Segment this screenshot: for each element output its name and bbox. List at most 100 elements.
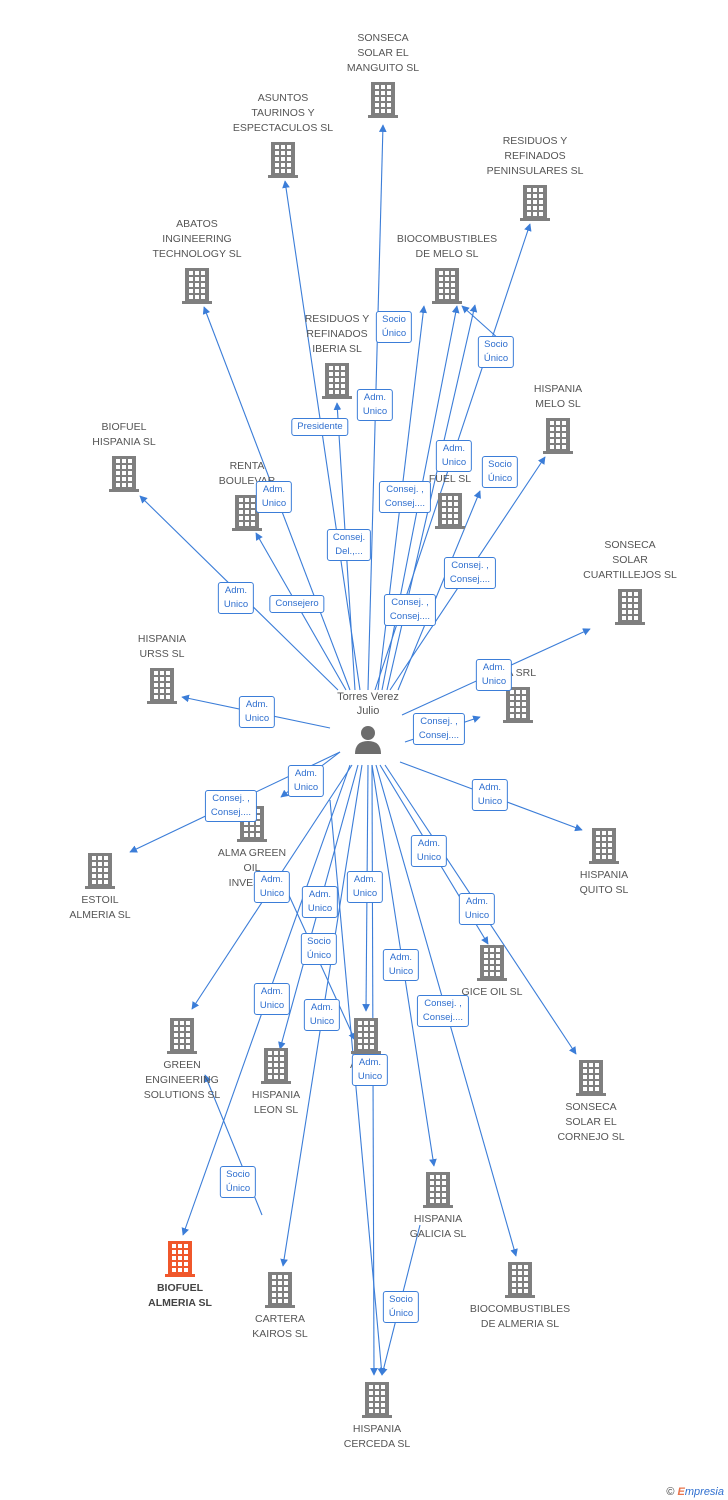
company-node-asuntos-taurinos[interactable]: ASUNTOS TAURINOS Y ESPECTACULOS SL bbox=[233, 92, 333, 178]
person-node[interactable]: Torres Verez Julio bbox=[328, 690, 408, 754]
company-label: BIOCOMBUSTIBLES DE MELO SL bbox=[396, 233, 498, 260]
company-node-residuos-iberia[interactable]: RESIDUOS Y REFINADOS IBERIA SL bbox=[305, 313, 369, 399]
relationship-badge[interactable]: Consej. , Consej.... bbox=[416, 995, 470, 1027]
relationship-badge[interactable]: Adm. Unico bbox=[458, 893, 496, 925]
building-icon bbox=[232, 495, 262, 531]
building-icon bbox=[543, 418, 573, 454]
company-node-residuos-peninsulares[interactable]: RESIDUOS Y REFINADOS PENINSULARES SL bbox=[487, 135, 583, 221]
company-node-hispania-melo[interactable]: HISPANIA MELO SL bbox=[534, 383, 582, 454]
building-icon bbox=[503, 687, 533, 723]
relationship-badge[interactable]: Adm. Unico bbox=[217, 582, 255, 614]
company-node-biocomb-melo[interactable]: BIOCOMBUSTIBLES DE MELO SL bbox=[397, 233, 497, 304]
building-icon bbox=[368, 82, 398, 118]
company-label: ALMA GREEN OIL INVESTM bbox=[217, 847, 287, 889]
company-node-za-srl[interactable]: ZA SRL bbox=[500, 667, 536, 723]
relationship-badge[interactable]: Presidente bbox=[291, 418, 349, 436]
company-node-cartera-kairos[interactable]: CARTERA KAIROS SL bbox=[252, 1272, 308, 1340]
company-node-abatos[interactable]: ABATOS INGINEERING TECHNOLOGY SL bbox=[152, 218, 242, 304]
building-icon bbox=[432, 268, 462, 304]
company-node-biofuel-hispania[interactable]: BIOFUEL HISPANIA SL bbox=[92, 421, 156, 492]
company-node-sonseca-cornejo[interactable]: SONSECA SOLAR EL CORNEJO SL bbox=[557, 1060, 625, 1143]
company-label: HISPANIA GALICIA SL bbox=[409, 1213, 467, 1240]
relationship-badge[interactable]: Consej. , Consej.... bbox=[443, 557, 497, 589]
relationship-badge[interactable]: Adm. Unico bbox=[238, 696, 276, 728]
relationship-badge[interactable]: Adm. Unico bbox=[287, 765, 325, 797]
building-icon bbox=[261, 1048, 291, 1084]
company-label: BIOFUEL HISPANIA SL bbox=[92, 421, 156, 448]
relationship-badge[interactable]: Adm. Unico bbox=[351, 1054, 389, 1086]
building-icon bbox=[165, 1241, 195, 1277]
company-label: ASUNTOS TAURINOS Y ESPECTACULOS SL bbox=[232, 92, 334, 134]
company-node-biocomb-almeria[interactable]: BIOCOMBUSTIBLES DE ALMERIA SL bbox=[470, 1262, 570, 1330]
company-node-hispania-urss[interactable]: HISPANIA URSS SL bbox=[138, 633, 186, 704]
relationship-badge[interactable]: Adm. Unico bbox=[253, 983, 291, 1015]
company-node-c-fuel[interactable]: C FUEL SL bbox=[429, 458, 471, 529]
copyright-symbol: © bbox=[666, 1486, 675, 1498]
relationship-badge[interactable]: Socio Único bbox=[219, 1166, 257, 1198]
company-node-renta-boulevard[interactable]: RENTA BOULEVAR bbox=[219, 460, 275, 531]
company-label: SONSECA SOLAR EL MANGUITO SL bbox=[346, 32, 420, 74]
relationship-badge[interactable]: Consej. , Consej.... bbox=[412, 713, 466, 745]
building-icon bbox=[109, 456, 139, 492]
relationship-badge[interactable]: Consej. , Consej.... bbox=[378, 481, 432, 513]
relationship-edge bbox=[461, 305, 501, 341]
company-label: SONSECA SOLAR EL CORNEJO SL bbox=[557, 1101, 625, 1143]
building-icon bbox=[576, 1060, 606, 1096]
building-icon bbox=[167, 1018, 197, 1054]
relationship-badge[interactable]: Adm. Unico bbox=[471, 779, 509, 811]
relationship-badge[interactable]: Consejero bbox=[269, 595, 325, 613]
company-node-hispania-quito[interactable]: HISPANIA QUITO SL bbox=[580, 828, 628, 896]
building-icon bbox=[505, 1262, 535, 1298]
relationship-badge[interactable]: Consej. Del.,... bbox=[326, 529, 372, 561]
relationship-badge[interactable]: Adm. Unico bbox=[475, 659, 513, 691]
relationship-badge[interactable]: Socio Único bbox=[300, 933, 338, 965]
relationship-edge bbox=[329, 799, 386, 1376]
relationship-badge[interactable]: Adm. Unico bbox=[253, 871, 291, 903]
company-label: ABATOS INGINEERING TECHNOLOGY SL bbox=[152, 218, 242, 260]
relationship-badge[interactable]: Consej. , Consej.... bbox=[204, 790, 258, 822]
building-icon bbox=[435, 493, 465, 529]
building-icon bbox=[423, 1172, 453, 1208]
building-icon bbox=[477, 945, 507, 981]
relationship-badge[interactable]: Adm. Unico bbox=[435, 440, 473, 472]
relationship-badge[interactable]: Socio Único bbox=[375, 311, 413, 343]
building-icon bbox=[147, 668, 177, 704]
relationship-badge[interactable]: Adm. Unico bbox=[303, 999, 341, 1031]
relationship-badge[interactable]: Adm. Unico bbox=[356, 389, 394, 421]
building-icon bbox=[520, 185, 550, 221]
company-node-gice-oil[interactable]: GICE OIL SL bbox=[462, 945, 522, 998]
building-icon bbox=[615, 589, 645, 625]
building-icon bbox=[351, 1018, 381, 1054]
relationship-edge bbox=[397, 490, 481, 691]
relationship-badge[interactable]: Consej. , Consej.... bbox=[383, 594, 437, 626]
building-icon bbox=[362, 1382, 392, 1418]
company-label: BIOCOMBUSTIBLES DE ALMERIA SL bbox=[469, 1303, 571, 1330]
company-label: ESTOIL ALMERIA SL bbox=[69, 894, 131, 921]
company-node-sonseca-cuartillejos[interactable]: SONSECA SOLAR CUARTILLEJOS SL bbox=[583, 539, 677, 625]
company-label: GREEN ENGINEERING SOLUTIONS SL bbox=[143, 1059, 221, 1101]
company-node-hispania-leon[interactable]: HISPANIA LEON SL bbox=[252, 1048, 300, 1116]
relationship-badge[interactable]: Adm. Unico bbox=[301, 886, 339, 918]
company-label: HISPANIA LEON SL bbox=[251, 1089, 301, 1116]
relationship-badge[interactable]: Socio Único bbox=[382, 1291, 420, 1323]
company-node-estoil[interactable]: ESTOIL ALMERIA SL bbox=[69, 853, 131, 921]
building-icon bbox=[589, 828, 619, 864]
relationship-badge[interactable]: Adm. Unico bbox=[410, 835, 448, 867]
company-label: HISPANIA QUITO SL bbox=[579, 869, 629, 896]
company-node-alm-n[interactable]: ALM N bbox=[350, 1018, 382, 1071]
relationship-badge[interactable]: Socio Único bbox=[477, 336, 515, 368]
relationship-badge[interactable]: Adm. Unico bbox=[382, 949, 420, 981]
company-node-biofuel-almeria[interactable]: BIOFUEL ALMERIA SL bbox=[148, 1241, 212, 1309]
company-node-hispania-galicia[interactable]: HISPANIA GALICIA SL bbox=[410, 1172, 466, 1240]
company-node-sonseca-manguito[interactable]: SONSECA SOLAR EL MANGUITO SL bbox=[347, 32, 419, 118]
company-node-hispania-cerceda[interactable]: HISPANIA CERCEDA SL bbox=[344, 1382, 410, 1450]
relationship-badge[interactable]: Socio Único bbox=[481, 456, 519, 488]
relationship-badge[interactable]: Adm. Unico bbox=[255, 481, 293, 513]
empresia-logo[interactable]: © Empresia bbox=[666, 1486, 724, 1498]
building-icon bbox=[85, 853, 115, 889]
brand-initial: E bbox=[677, 1486, 685, 1498]
company-label: BIOFUEL ALMERIA SL bbox=[148, 1282, 212, 1309]
company-node-green-engineering[interactable]: GREEN ENGINEERING SOLUTIONS SL bbox=[144, 1018, 220, 1101]
relationship-badge[interactable]: Adm. Unico bbox=[346, 871, 384, 903]
brand-name: mpresia bbox=[684, 1486, 724, 1498]
